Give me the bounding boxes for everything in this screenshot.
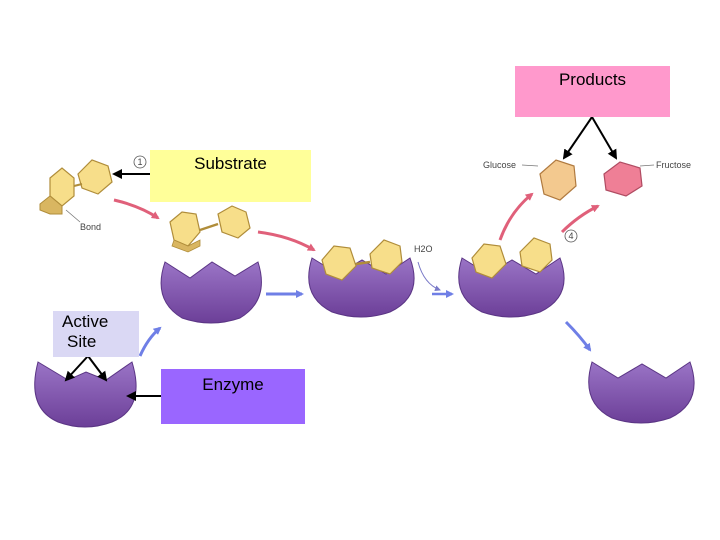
bond-leader	[65, 209, 81, 223]
process-arrow	[138, 326, 162, 357]
glucose-leader	[521, 164, 539, 167]
glucose-label: Glucose	[483, 160, 516, 170]
enzyme-shape	[588, 361, 695, 424]
step-number: 1	[138, 157, 143, 167]
enzyme-shape	[34, 361, 137, 428]
bound-substrate	[321, 239, 403, 281]
bound-products	[471, 237, 553, 279]
step-marker	[564, 229, 578, 243]
substrate-label-box: Substrate	[150, 150, 311, 202]
substrate-label: Substrate	[194, 154, 267, 173]
water-arrow	[417, 261, 441, 292]
active-site-label-box: Active Site	[53, 311, 139, 357]
enzyme-shape	[160, 261, 262, 324]
products-label-box: Products	[515, 66, 670, 117]
pointer-arrow	[87, 355, 108, 382]
step-marker	[133, 155, 147, 169]
water-label: H2O	[414, 244, 433, 254]
enzyme-label-box: Enzyme	[161, 369, 305, 424]
active-site-label-line1: Active	[62, 312, 109, 331]
step-number: 4	[569, 231, 574, 241]
fructose-leader	[639, 164, 655, 167]
enzyme-label: Enzyme	[202, 375, 264, 394]
process-arrow	[498, 192, 534, 241]
process-arrow	[113, 198, 160, 220]
pointer-arrow	[64, 355, 89, 382]
bond-label: Bond	[80, 222, 101, 232]
active-site-label-line2: Site	[67, 332, 97, 351]
fructose-label: Fructose	[656, 160, 691, 170]
process-arrow	[560, 204, 600, 234]
process-arrow	[257, 230, 316, 252]
process-arrow	[564, 320, 592, 352]
pointer-arrow	[562, 116, 593, 160]
pointer-arrow	[591, 116, 618, 160]
substrate-molecule	[169, 205, 251, 253]
glucose-molecule	[539, 159, 577, 201]
fructose-molecule	[603, 161, 643, 197]
sucrose-molecule	[39, 159, 113, 215]
products-label: Products	[558, 70, 627, 89]
